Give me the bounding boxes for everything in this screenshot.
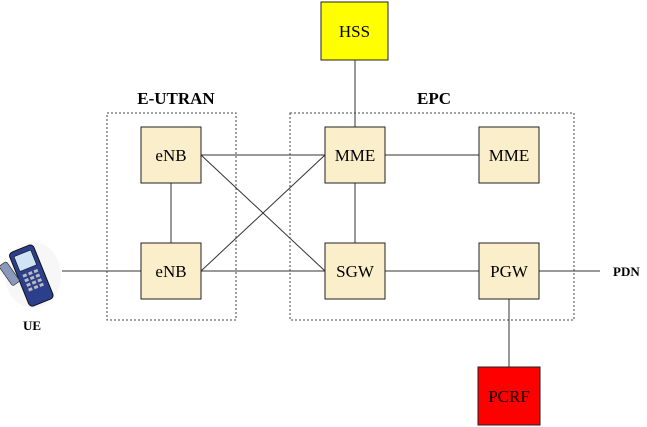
hss-label: HSS — [339, 22, 370, 41]
mme-main-box — [324, 126, 386, 184]
mme-main-label: MME — [335, 146, 376, 165]
enb-bottom-box — [140, 242, 202, 300]
enb-top-label: eNB — [155, 146, 186, 165]
mme-peer-box — [478, 126, 540, 184]
pcrf-label: PCRF — [488, 387, 530, 406]
epc-group-box — [289, 112, 575, 321]
mobile-phone-icon — [0, 242, 61, 308]
mme-peer-node: MME — [478, 126, 540, 184]
sgw-label: SGW — [336, 262, 375, 281]
enb-bottom-label: eNB — [155, 262, 186, 281]
sgw-node: SGW — [324, 242, 386, 300]
sgw-box — [324, 242, 386, 300]
eutran-group-box — [106, 112, 237, 321]
enb-top-node: eNB — [140, 126, 202, 184]
pgw-node: PGW — [478, 242, 540, 300]
pdn-label: PDN — [613, 264, 640, 279]
epc-title: EPC — [417, 89, 451, 108]
pcrf-node: PCRF — [477, 366, 541, 426]
pcrf-box — [477, 366, 541, 426]
hss-node: HSS — [320, 1, 389, 61]
line-enb-bottom-mme — [200, 154, 326, 272]
hss-box — [320, 1, 389, 61]
enb-top-box — [140, 126, 202, 184]
pgw-label: PGW — [490, 262, 529, 281]
mme-peer-label: MME — [489, 146, 530, 165]
ue-label: UE — [23, 318, 41, 333]
enb-bottom-node: eNB — [140, 242, 202, 300]
eutran-title: E-UTRAN — [137, 89, 215, 108]
connections — [62, 60, 600, 367]
mme-main-node: MME — [324, 126, 386, 184]
pgw-box — [478, 242, 540, 300]
